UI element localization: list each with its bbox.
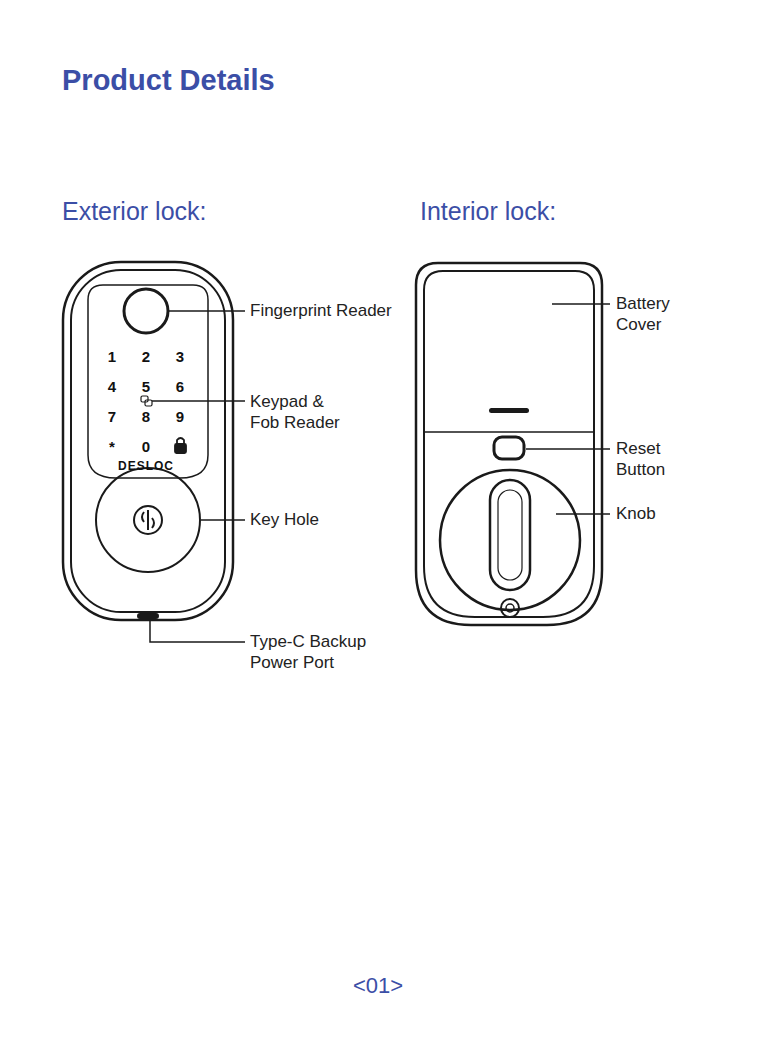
part-label: Battery Cover: [616, 293, 696, 336]
page-number: <01>: [328, 972, 428, 1000]
part-label: Fingerprint Reader: [250, 300, 392, 321]
leader-lines: [150, 304, 610, 642]
keypad-digit: 1: [100, 347, 124, 367]
part-label: Knob: [616, 503, 656, 524]
keypad-digit: 7: [100, 407, 124, 427]
part-label: Key Hole: [250, 509, 319, 530]
part-label: Type-C Backup Power Port: [250, 631, 400, 674]
keypad-digit: 9: [168, 407, 192, 427]
keypad-digit: 0: [134, 437, 158, 457]
keypad-digit: 8: [134, 407, 158, 427]
section-heading: Exterior lock:: [62, 196, 206, 227]
keypad-digit: 6: [168, 377, 192, 397]
keypad-digit: *: [100, 437, 124, 457]
part-label: Reset Button: [616, 438, 696, 481]
keypad-digit: 4: [100, 377, 124, 397]
page-title: Product Details: [62, 62, 275, 98]
brand-logo: DESLOC: [96, 459, 196, 474]
section-heading: Interior lock:: [420, 196, 556, 227]
keypad-digit: 2: [134, 347, 158, 367]
keypad-digit: 5: [134, 377, 158, 397]
keypad-digit: 3: [168, 347, 192, 367]
part-label: Keypad & Fob Reader: [250, 391, 345, 434]
